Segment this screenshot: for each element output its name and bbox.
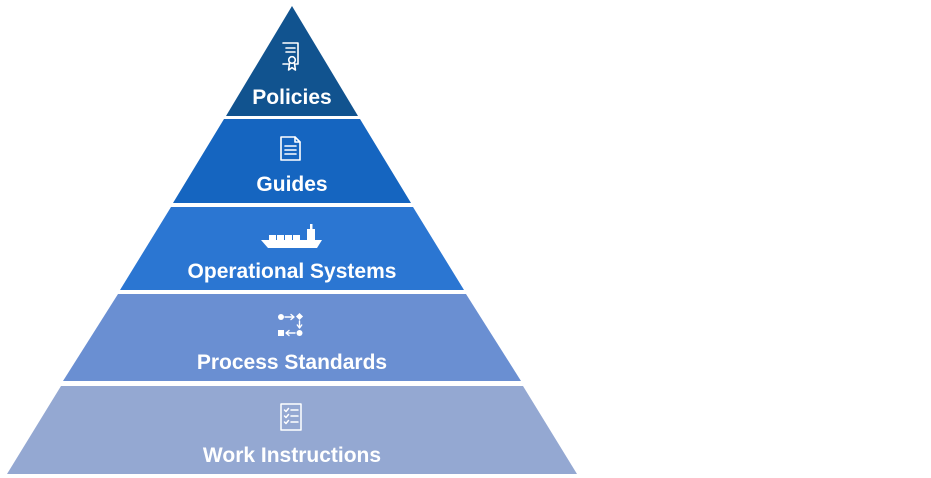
tier-guides-band: [173, 119, 411, 203]
document-icon: [280, 136, 301, 161]
certificate-icon: [282, 42, 299, 71]
tier-process-standards-band: [63, 294, 521, 381]
tier-guides: Guides: [173, 119, 411, 203]
checklist-icon: [280, 403, 302, 431]
tier-work-instructions: Work Instructions: [7, 386, 577, 474]
process-flow-icon: [278, 312, 304, 337]
tier-operational-systems-label: Operational Systems: [188, 260, 397, 283]
tier-work-instructions-label: Work Instructions: [203, 444, 381, 467]
tier-operational-systems-band: [120, 207, 464, 290]
tier-operational-systems: Operational Systems: [120, 207, 464, 290]
tier-process-standards: Process Standards: [63, 294, 521, 381]
tier-guides-label: Guides: [256, 173, 327, 196]
tier-policies-label: Policies: [252, 86, 331, 109]
cargo-ship-icon: [261, 224, 322, 248]
tier-policies: Policies: [226, 6, 358, 116]
tier-process-standards-label: Process Standards: [197, 351, 387, 374]
tier-policies-band: [226, 6, 358, 116]
